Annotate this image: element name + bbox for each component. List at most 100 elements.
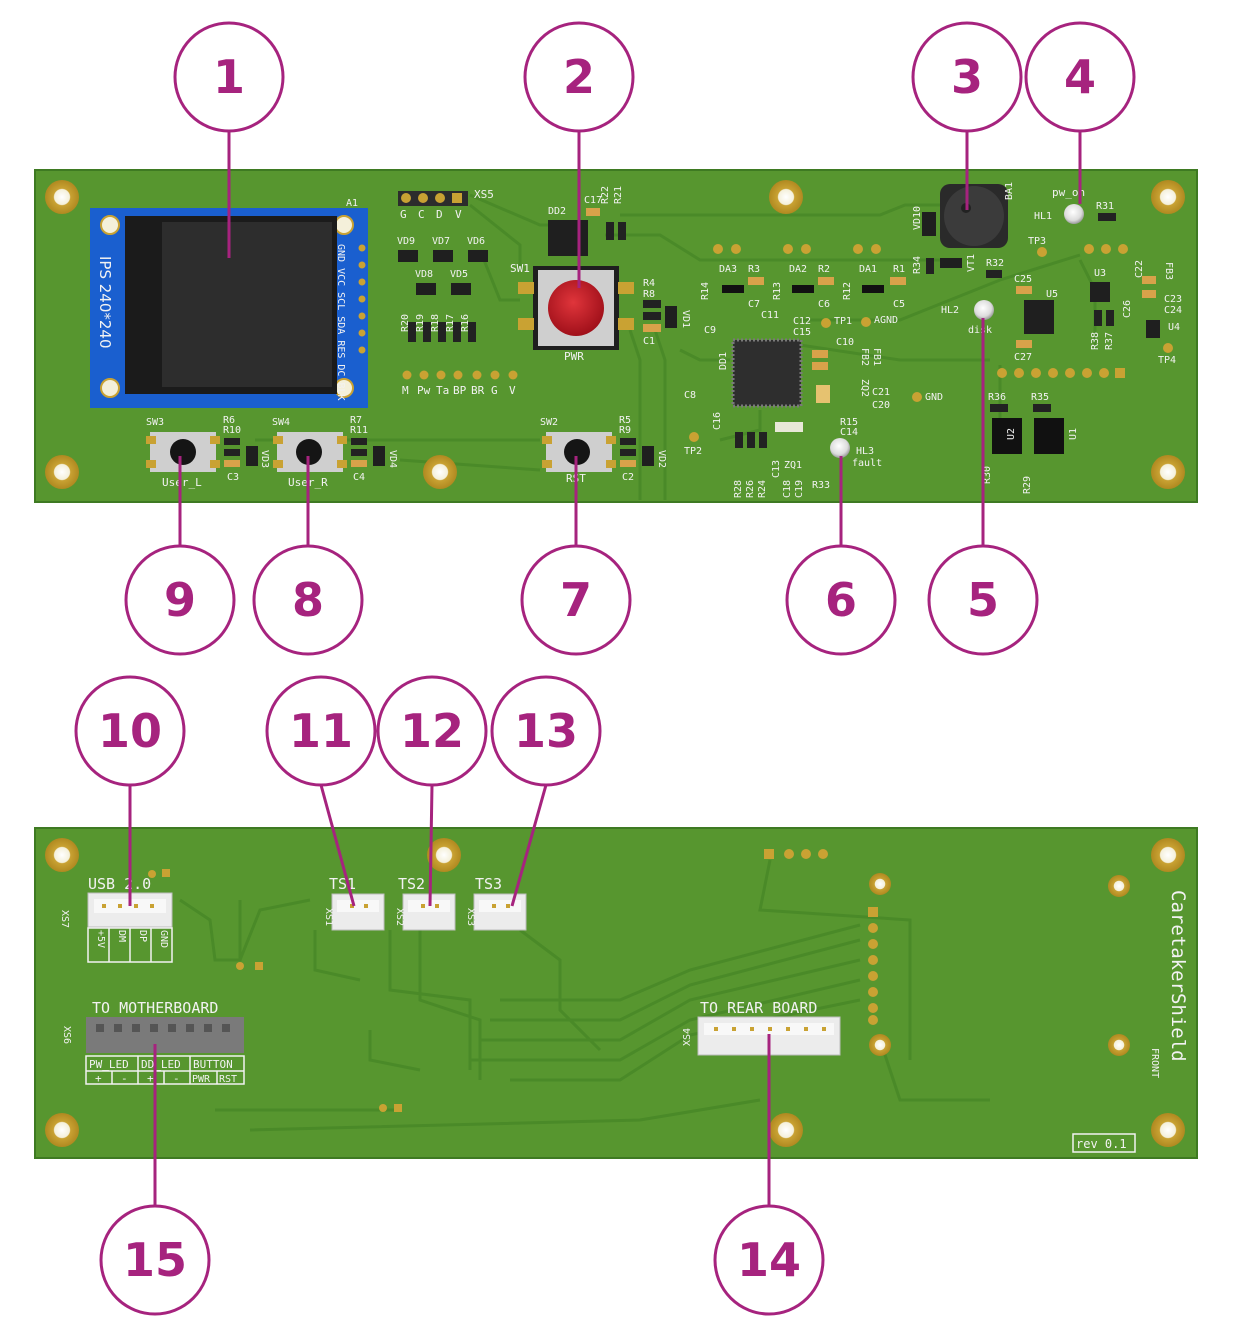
button-sw3-user-l: SW3 User_L bbox=[146, 417, 220, 489]
callout-9: 9 bbox=[124, 544, 236, 656]
silk-sw4: SW4 bbox=[272, 417, 290, 428]
silk-sw1: SW1 bbox=[510, 262, 530, 275]
silk-r2: R2 bbox=[818, 264, 830, 275]
silk-c8: C8 bbox=[684, 390, 696, 401]
silk-r16: R16 bbox=[460, 314, 471, 332]
silk-c1: C1 bbox=[643, 336, 655, 347]
silk-vd5: VD5 bbox=[450, 269, 468, 280]
silk-c21: C21 bbox=[872, 387, 890, 398]
silk-r30: R30 bbox=[982, 466, 993, 484]
silk-u3: U3 bbox=[1094, 268, 1106, 279]
silk-ts3: TS3 bbox=[475, 875, 502, 893]
silk-xs5-pin: G bbox=[400, 208, 407, 221]
silk-c18: C18 bbox=[782, 480, 793, 498]
silk-xs5-pin: V bbox=[455, 208, 462, 221]
led-hl1 bbox=[1064, 204, 1084, 224]
silk-vd6: VD6 bbox=[467, 236, 485, 247]
callout-11: 11 bbox=[265, 675, 377, 787]
callout-2: 2 bbox=[523, 21, 635, 133]
silk-c22: C22 bbox=[1134, 260, 1145, 278]
callout-4: 4 bbox=[1024, 21, 1136, 133]
silk-c24: C24 bbox=[1164, 305, 1182, 316]
silk-c2: C2 bbox=[622, 472, 634, 483]
silk-r32: R32 bbox=[986, 258, 1004, 269]
svg-text:14: 14 bbox=[737, 1233, 801, 1287]
silk-ts1: TS1 bbox=[329, 875, 356, 893]
usb-pin-label: DP bbox=[137, 930, 148, 942]
svg-text:11: 11 bbox=[289, 704, 353, 758]
silk-usb-label: USB 2.0 bbox=[88, 875, 151, 893]
silk-r36: R36 bbox=[988, 392, 1006, 403]
silk-c9: C9 bbox=[704, 325, 716, 336]
mb-group-label: PW_LED bbox=[89, 1058, 129, 1071]
silk-c17: C17 bbox=[584, 195, 602, 206]
silk-r3: R3 bbox=[748, 264, 760, 275]
silk-r14: R14 bbox=[700, 282, 711, 300]
silk-dd2: DD2 bbox=[548, 206, 566, 217]
test-pin-label: BR bbox=[471, 384, 485, 397]
da-row: DA3 R3 DA2 R2 DA1 R1 R14 C7 R13 C6 R12 C… bbox=[700, 244, 906, 310]
usb-pin-label: GND bbox=[158, 930, 169, 948]
silk-u1: U1 bbox=[1068, 428, 1079, 440]
silk-r34: R34 bbox=[912, 256, 923, 274]
chip-dd2 bbox=[548, 220, 588, 256]
mounting-hole bbox=[769, 180, 803, 214]
callout-14: 14 bbox=[713, 1204, 825, 1316]
silk-r20: R20 bbox=[400, 314, 411, 332]
test-pins: M Pw Ta BP BR G V bbox=[402, 370, 518, 397]
silk-c26: C26 bbox=[1122, 300, 1133, 318]
svg-text:8: 8 bbox=[292, 573, 324, 627]
silk-c25: C25 bbox=[1014, 274, 1032, 285]
mb-pin-label: - bbox=[121, 1072, 128, 1085]
silk-sw3: SW3 bbox=[146, 417, 164, 428]
silk-vd7: VD7 bbox=[432, 236, 450, 247]
silk-sw2: SW2 bbox=[540, 417, 558, 428]
led-hl3 bbox=[830, 438, 850, 458]
silk-r5: R5 bbox=[619, 415, 631, 426]
silk-r10: R10 bbox=[223, 425, 241, 436]
silk-r19: R19 bbox=[415, 314, 426, 332]
silk-zq1: ZQ1 bbox=[784, 460, 802, 471]
silk-vd1: VD1 bbox=[680, 310, 691, 328]
silk-u2: U2 bbox=[1006, 428, 1017, 440]
silk-r18: R18 bbox=[430, 314, 441, 332]
silk-r4: R4 bbox=[643, 278, 655, 289]
temp-sensor-connector-ts3: TS3 XS3 bbox=[465, 875, 527, 931]
silk-xs3: XS3 bbox=[465, 908, 476, 926]
test-pin-label: BP bbox=[453, 384, 467, 397]
silk-xs5-pin: C bbox=[418, 208, 425, 221]
test-pin-label: Pw bbox=[417, 384, 431, 397]
silk-c27: C27 bbox=[1014, 352, 1032, 363]
test-pin-label: G bbox=[491, 384, 498, 397]
silk-hl1: HL1 bbox=[1034, 211, 1052, 222]
silk-c23: C23 bbox=[1164, 294, 1182, 305]
callout-3: 3 bbox=[911, 21, 1023, 133]
silk-r22: R22 bbox=[600, 186, 611, 204]
silk-fault: fault bbox=[852, 458, 882, 469]
chip-u2 bbox=[992, 418, 1022, 454]
callout-8: 8 bbox=[252, 544, 364, 656]
silk-r12: R12 bbox=[842, 282, 853, 300]
silk-c5: C5 bbox=[893, 299, 905, 310]
temp-sensor-connector-ts1: TS1 XS1 bbox=[323, 875, 385, 931]
svg-text:13: 13 bbox=[514, 704, 578, 758]
motherboard-connector-xs6: TO MOTHERBOARD XS6 PW_LED DD_LED BUTTON … bbox=[61, 999, 245, 1085]
silk-da3: DA3 bbox=[719, 264, 737, 275]
silk-c11: C11 bbox=[761, 310, 779, 321]
mb-pin-label: RST bbox=[219, 1074, 237, 1085]
callout-13: 13 bbox=[490, 675, 602, 787]
silk-c6: C6 bbox=[818, 299, 830, 310]
mounting-hole bbox=[1151, 1113, 1185, 1147]
svg-text:2: 2 bbox=[563, 50, 595, 104]
mounting-hole bbox=[45, 1113, 79, 1147]
silk-xs5: XS5 bbox=[474, 188, 494, 201]
chip-u5 bbox=[1024, 300, 1054, 334]
silk-c10: C10 bbox=[836, 337, 854, 348]
silk-xs7: XS7 bbox=[59, 910, 70, 928]
silk-vd2: VD2 bbox=[656, 450, 667, 468]
svg-text:5: 5 bbox=[967, 573, 999, 627]
callout-5: 5 bbox=[927, 544, 1039, 656]
silk-r35: R35 bbox=[1031, 392, 1049, 403]
mounting-hole bbox=[427, 838, 461, 872]
